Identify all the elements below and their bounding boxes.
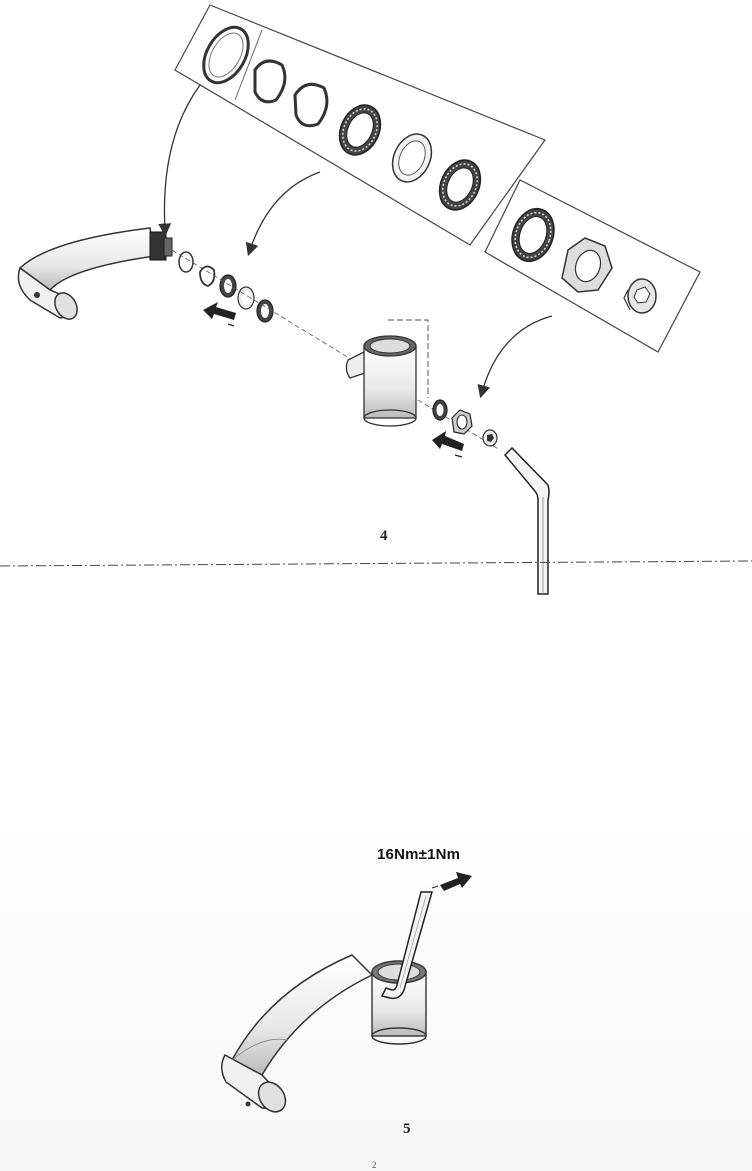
hex-nut-icon xyxy=(451,409,473,435)
hex-key-icon xyxy=(380,891,433,1000)
seal-ring-icon xyxy=(202,25,250,85)
seal-ring-icon xyxy=(293,82,329,128)
spout-icon xyxy=(17,227,173,320)
arrow-icon xyxy=(432,431,464,458)
mixer-body-icon xyxy=(345,319,429,427)
spout-icon xyxy=(221,954,374,1113)
bearing-icon xyxy=(432,399,448,421)
seal-ring-icon xyxy=(237,286,255,310)
bearing-icon xyxy=(438,159,482,211)
seal-ring-icon xyxy=(178,251,194,273)
torque-label: 16Nm±1Nm xyxy=(377,846,461,863)
arrow-icon xyxy=(431,872,472,891)
arrow-icon xyxy=(158,84,201,237)
mixer-body-icon xyxy=(371,960,427,1045)
seal-ring-icon xyxy=(199,265,216,287)
bearing-icon xyxy=(219,274,237,298)
hex-key-icon xyxy=(503,446,550,595)
bearing-icon xyxy=(511,207,555,263)
arrow-icon xyxy=(477,315,553,399)
step-number: 5 xyxy=(403,1121,411,1137)
seal-ring-icon xyxy=(253,59,287,104)
screw-icon xyxy=(623,278,657,314)
bearing-icon xyxy=(256,299,274,323)
arrow-icon xyxy=(245,171,321,257)
seal-ring-icon xyxy=(391,133,433,183)
page-number: 2 xyxy=(372,1160,377,1170)
step-number: 4 xyxy=(380,528,388,544)
screw-icon xyxy=(482,429,498,447)
section-divider xyxy=(0,560,752,567)
arrow-icon xyxy=(203,302,236,327)
bearing-icon xyxy=(338,104,382,156)
parts-detail-box-2 xyxy=(484,179,701,353)
parts-detail-box-1 xyxy=(174,4,546,246)
hex-nut-icon xyxy=(561,237,613,293)
